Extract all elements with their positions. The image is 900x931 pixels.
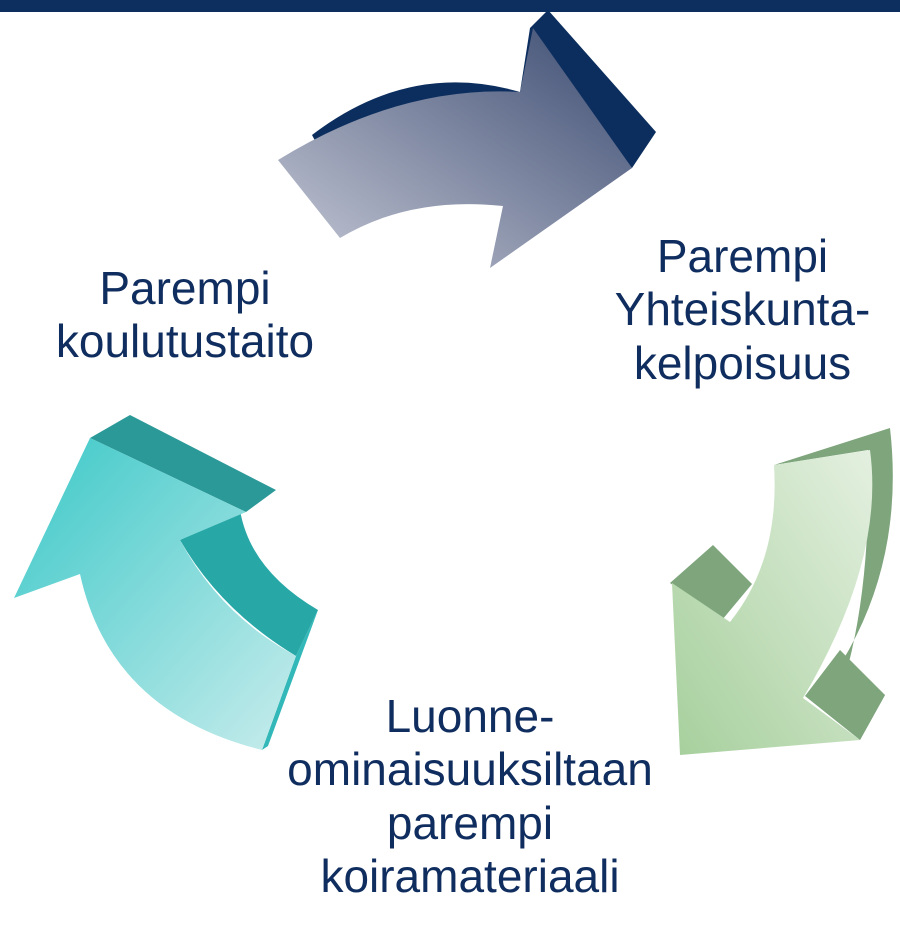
node-label-bottom: Luonne- ominaisuuksiltaan parempi koiram… [210,690,730,903]
arrow-left-teal [14,415,318,750]
node-label-line: parempi [386,796,554,849]
header-bar [0,0,900,12]
node-label-line: Parempi [656,230,829,282]
node-label-left: Parempi koulutustaito [20,262,350,369]
node-label-line: kelpoisuus [633,336,852,389]
node-label-right: Parempi Yhteiskunta- kelpoisuus [585,230,900,390]
node-label-line: koiramateriaali [320,850,620,903]
node-label-line: Luonne- [385,690,555,742]
arrow-right-green [670,428,893,755]
node-label-line: Yhteiskunta- [614,283,871,336]
node-label-line: koulutustaito [55,315,315,368]
node-label-line: ominaisuuksiltaan [287,743,653,796]
node-label-line: Parempi [99,262,271,314]
arrow-top-navy [278,10,656,268]
